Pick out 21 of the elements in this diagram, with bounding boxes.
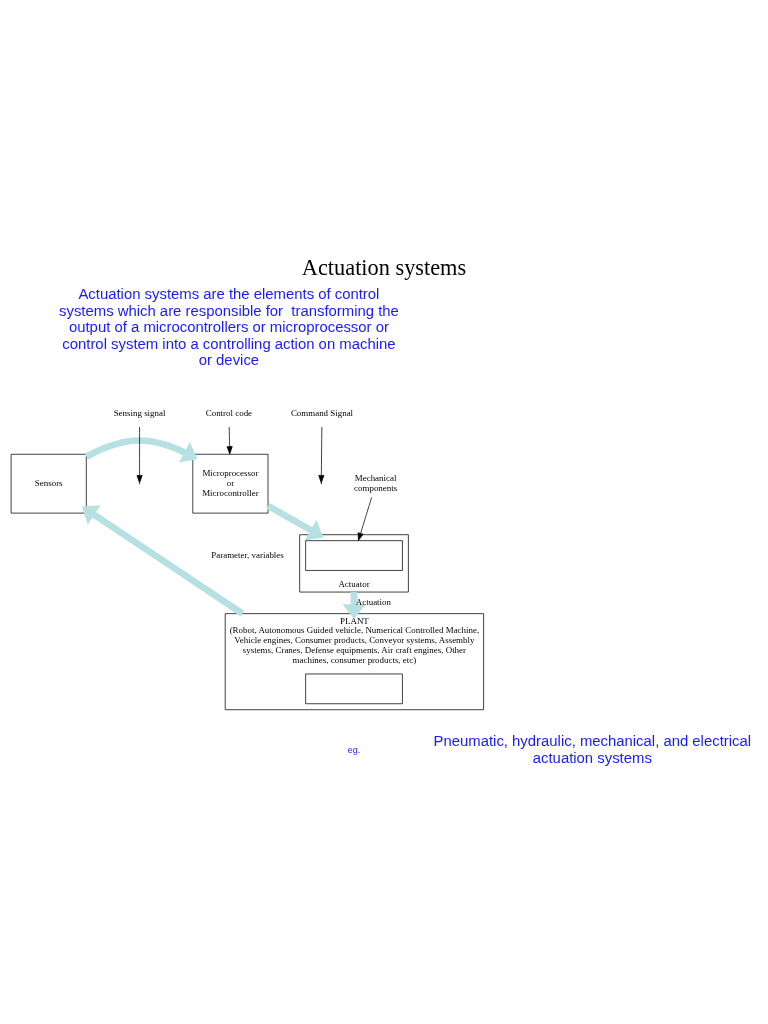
node-box <box>305 673 403 705</box>
arrow <box>357 497 373 541</box>
node-box: Microprocessor or Microcontroller <box>192 453 269 514</box>
node-text: Mechanical components <box>354 473 398 493</box>
label: eg. <box>347 744 361 755</box>
arrow <box>81 505 245 617</box>
arrow <box>318 426 325 484</box>
node-text: Sensing signal <box>113 407 166 418</box>
node-box: Sensors <box>10 453 87 514</box>
arrow <box>226 426 233 455</box>
edge-label: Actuation <box>355 597 391 608</box>
cluster: PLANT (Robot, Autonomous Guided vehicle, Numerical Controlled Machine, Vehicle engines, Consumer products, Conveyor systems, Assembly systems, Cranes, Defense equipments, Air craft engines, Other machines, consumer products, etc) <box>224 613 484 711</box>
arrow <box>266 503 324 541</box>
arrow <box>84 437 198 463</box>
node-text: Command Signal <box>290 407 354 418</box>
edge-label: Parameter, variables <box>211 549 284 560</box>
node-box <box>305 540 403 571</box>
diagram-title: Actuation systems <box>301 254 467 280</box>
label: Actuation systems are the elements of control systems which are responsible for transforming the output of a microcontrollers or microprocessor or control system into a controlling action on machine or device <box>59 286 399 368</box>
node-text: Control code <box>205 407 253 418</box>
label: Pneumatic, hydraulic, mechanical, and electrical actuation systems <box>433 733 752 766</box>
